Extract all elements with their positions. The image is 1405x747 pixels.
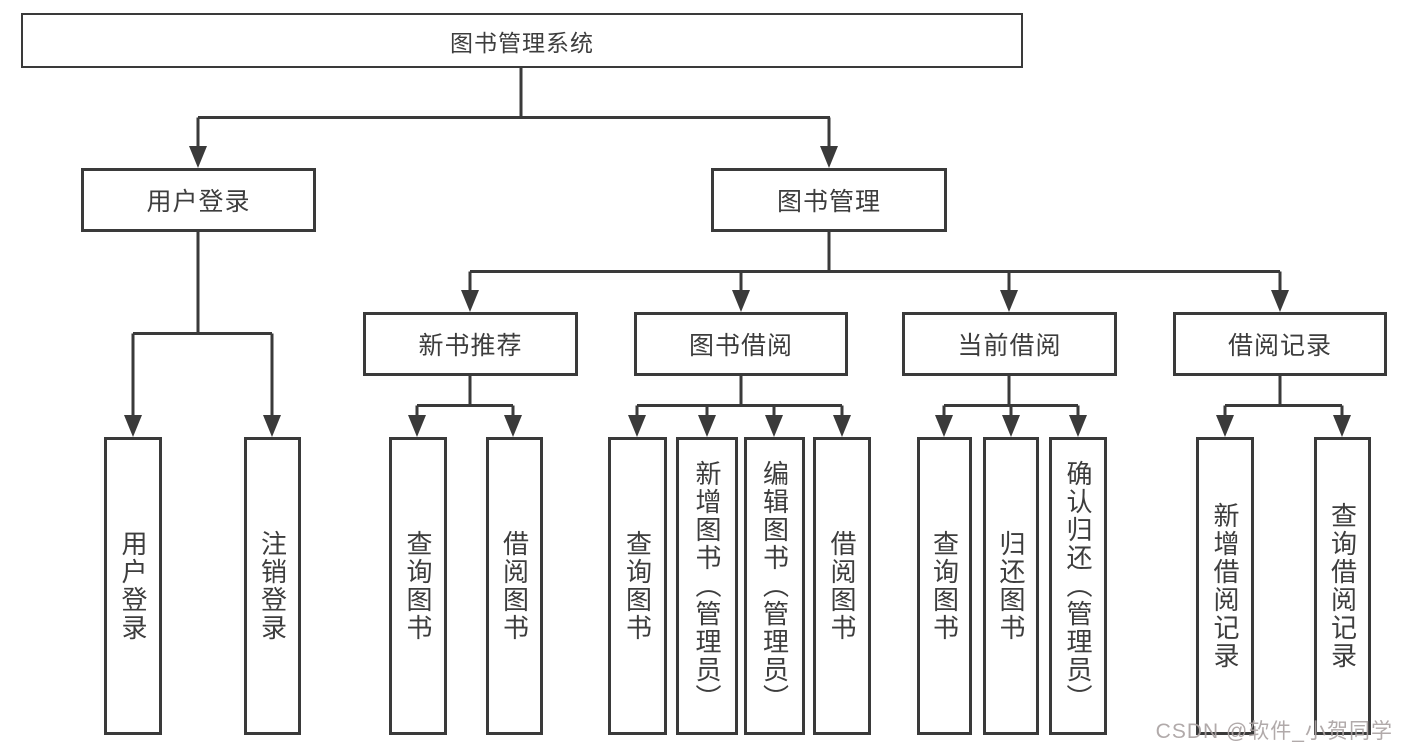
arrowhead-down-icon (935, 415, 1087, 437)
node-label: 确认归还（管理员） (1063, 460, 1093, 712)
arrowhead-down-icon (628, 415, 851, 437)
csdn-watermark: CSDN @软件_小贺同学 (1155, 720, 1393, 743)
leaf-return-books: 归还图书 (983, 437, 1039, 735)
node-book-management: 图书管理 (711, 168, 947, 232)
node-borrow-records: 借阅记录 (1173, 312, 1387, 376)
leaf-confirm-return-admin: 确认归还（管理员） (1049, 437, 1107, 735)
node-label: 新书推荐 (418, 332, 523, 360)
node-book-borrow: 图书借阅 (634, 312, 848, 376)
node-label: 图书管理 (776, 188, 881, 216)
leaf-query-books: 查询图书 (608, 437, 667, 735)
arrowhead-down-icon (461, 290, 1289, 312)
node-label: 编辑图书（管理员） (759, 460, 790, 712)
node-label: 查询图书 (403, 530, 433, 642)
leaf-add-borrow-record: 新增借阅记录 (1196, 437, 1254, 735)
node-label: 注销登录 (257, 530, 288, 642)
leaf-query-borrow-record: 查询借阅记录 (1314, 437, 1371, 735)
node-label: 当前借阅 (957, 332, 1062, 360)
node-label: 查询图书 (929, 530, 960, 642)
arrowhead-down-icon (408, 415, 522, 437)
leaf-borrow-books: 借阅图书 (813, 437, 871, 735)
node-label: 新增借阅记录 (1210, 502, 1240, 670)
connector-new-book-recommend (415, 376, 515, 419)
node-label: 用户登录 (118, 530, 148, 642)
node-label: 新增图书（管理员） (692, 460, 722, 712)
leaf-add-books-admin: 新增图书（管理员） (676, 437, 738, 735)
node-label: 借阅图书 (499, 530, 530, 642)
arrowhead-down-icon (1216, 415, 1351, 437)
connector-user-login (131, 232, 274, 419)
leaf-edit-books-admin: 编辑图书（管理员） (744, 437, 805, 735)
node-label: 用户登录 (146, 188, 251, 216)
node-label: 查询图书 (622, 530, 653, 642)
arrowhead-down-icon (124, 415, 281, 437)
node-label: 归还图书 (996, 530, 1026, 642)
node-label: 借阅图书 (827, 530, 857, 642)
connector-book-borrow (635, 376, 844, 419)
leaf-user-login: 用户登录 (104, 437, 162, 735)
leaf-query-books: 查询图书 (917, 437, 972, 735)
node-label: 图书借阅 (688, 332, 793, 360)
connector-book-management (468, 232, 1282, 294)
leaf-logout: 注销登录 (244, 437, 301, 735)
node-new-book-recommend: 新书推荐 (363, 312, 578, 376)
node-current-borrow: 当前借阅 (902, 312, 1117, 376)
connector-borrow-records (1223, 376, 1344, 419)
arrowhead-down-icon (189, 146, 838, 168)
node-root-system: 图书管理系统 (21, 13, 1023, 68)
node-label: 查询借阅记录 (1327, 502, 1358, 670)
node-label: 图书管理系统 (450, 29, 594, 56)
node-label: 借阅记录 (1227, 332, 1332, 360)
leaf-query-books: 查询图书 (389, 437, 447, 735)
connector-current-borrow (942, 376, 1080, 419)
node-user-login: 用户登录 (81, 168, 316, 232)
connector-root (196, 68, 831, 150)
leaf-borrow-books: 借阅图书 (486, 437, 543, 735)
